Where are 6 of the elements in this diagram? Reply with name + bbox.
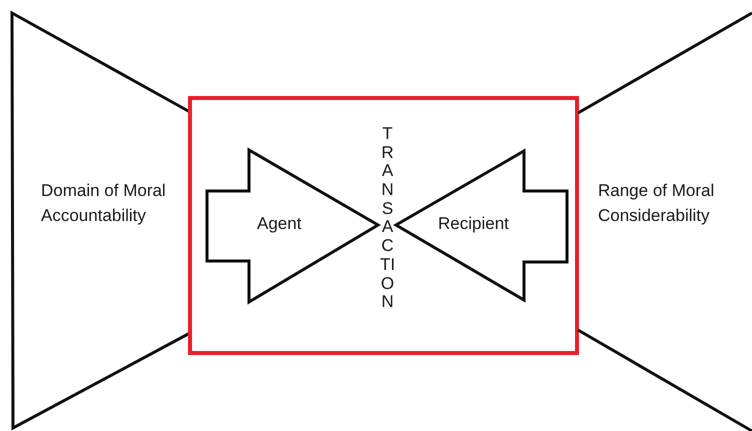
transaction-frame xyxy=(188,96,579,355)
agent-label: Agent xyxy=(257,213,302,235)
range-label: Range of Moral Considerability xyxy=(598,180,716,227)
domain-label: Domain of Moral Accountability xyxy=(41,180,167,227)
recipient-label: Recipient xyxy=(438,213,510,235)
vertical-label: TRANSACTION xyxy=(379,125,396,312)
